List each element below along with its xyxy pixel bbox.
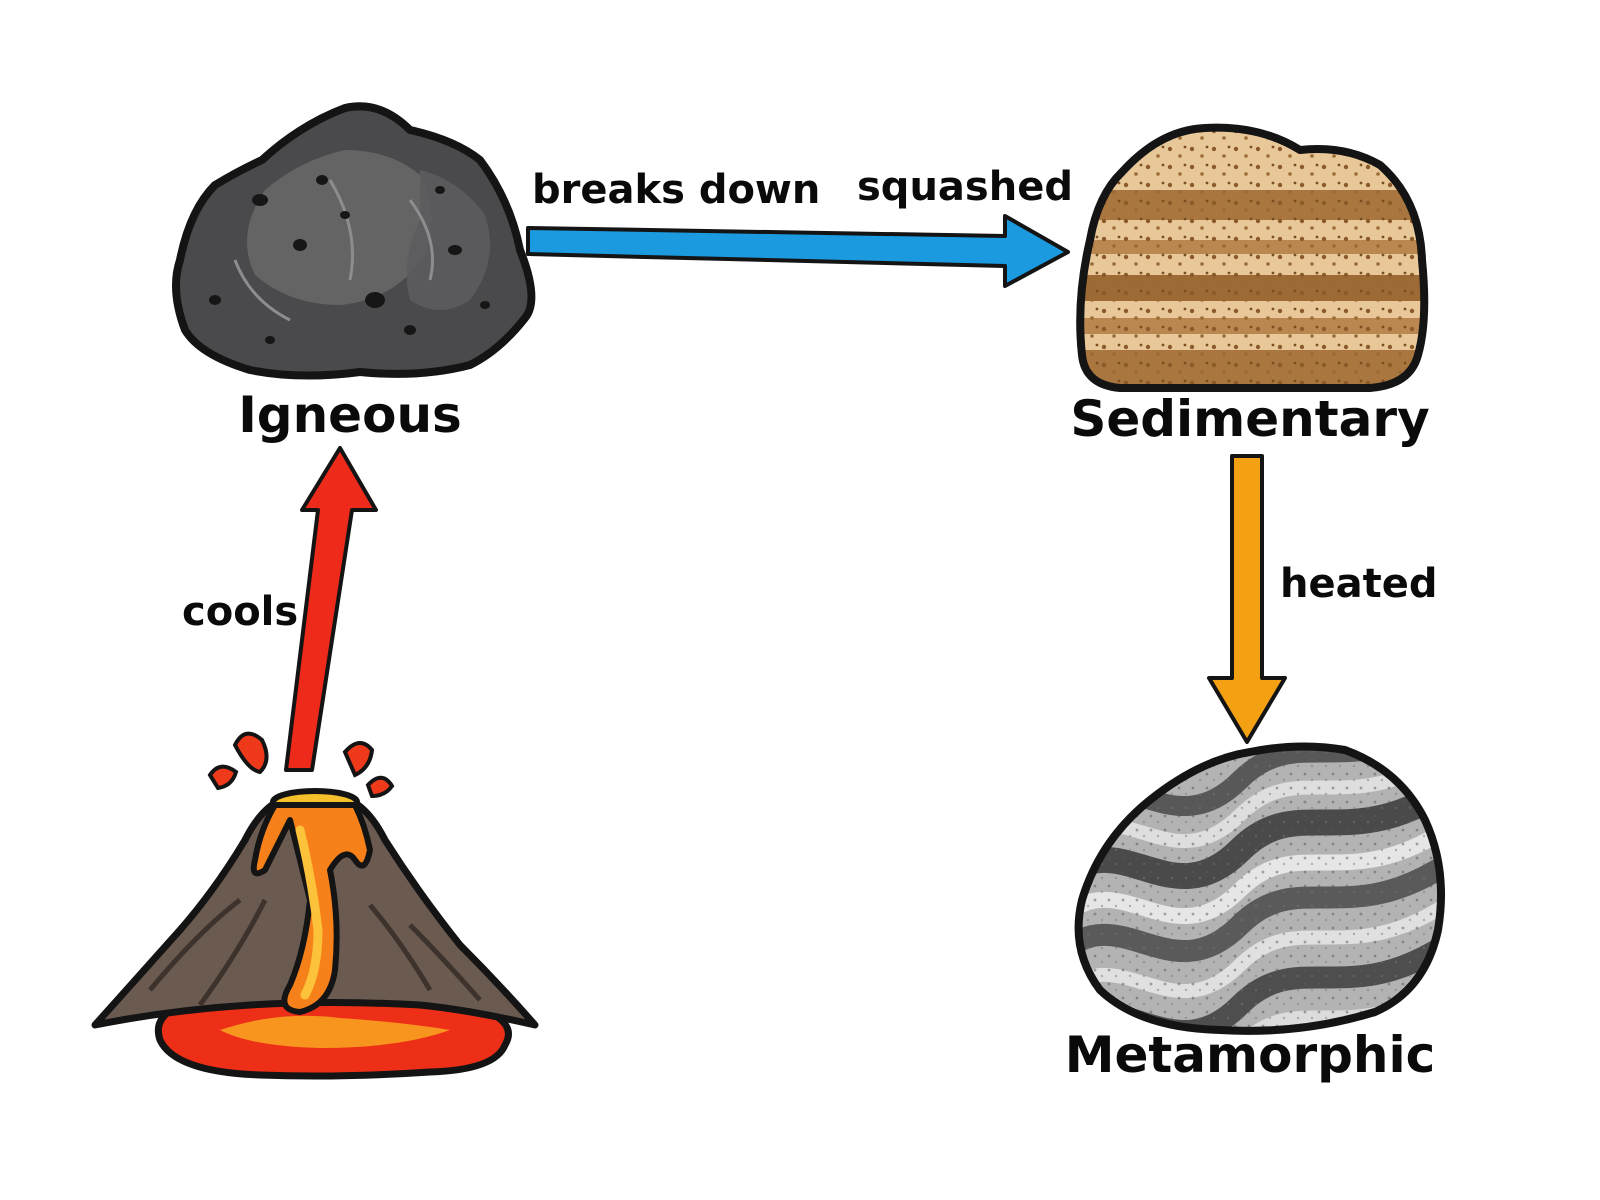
arrow-volcano-to-igneous: [284, 446, 378, 772]
arrow-sedimentary-to-metamorphic: [1207, 454, 1287, 744]
sedimentary-label: Sedimentary: [1070, 390, 1429, 448]
metamorphic-label: Metamorphic: [1065, 1026, 1436, 1084]
erupting-volcano-icon: [91, 731, 539, 1080]
igneous-rock-icon: [172, 102, 536, 380]
arrow-igneous-to-sedimentary: [526, 214, 1070, 288]
squashed-label: squashed: [857, 164, 1073, 210]
banded-metamorphic-rock-icon: [1074, 742, 1445, 1035]
heated-label: heated: [1280, 561, 1437, 607]
layered-sedimentary-rock-icon: [1076, 123, 1429, 392]
cools-label: cools: [182, 589, 298, 635]
igneous-label: Igneous: [238, 386, 462, 444]
breaks-down-label: breaks down: [532, 167, 820, 213]
